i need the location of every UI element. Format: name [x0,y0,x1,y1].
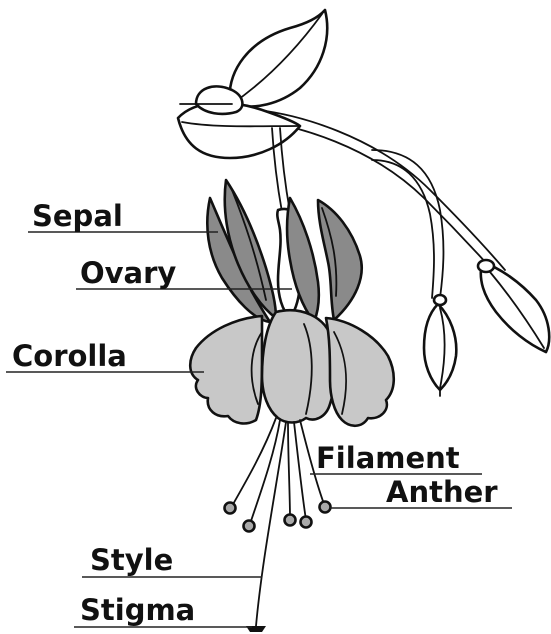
large-bud-base [478,260,494,272]
label-style: Style [90,543,173,577]
stamens-and-pistil [225,418,331,632]
anther-5 [320,502,331,513]
label-stigma: Stigma [80,593,195,627]
filament-3 [288,422,290,518]
curled-leaf [196,86,242,113]
anther-1 [225,503,236,514]
upper-leaf [230,10,328,107]
small-bud [424,304,456,390]
corolla-petals [190,310,394,425]
filament-2 [250,420,280,524]
label-filament: Filament [316,441,460,475]
petal-center [262,310,336,422]
anther-3 [285,515,296,526]
small-bud-base [434,295,446,305]
petal-right [326,318,394,426]
label-anther: Anther [386,475,498,509]
label-sepal: Sepal [32,199,123,233]
anther-4 [301,517,312,528]
label-corolla: Corolla [12,339,127,373]
label-ovary: Ovary [80,256,176,290]
anther-2 [244,521,255,532]
